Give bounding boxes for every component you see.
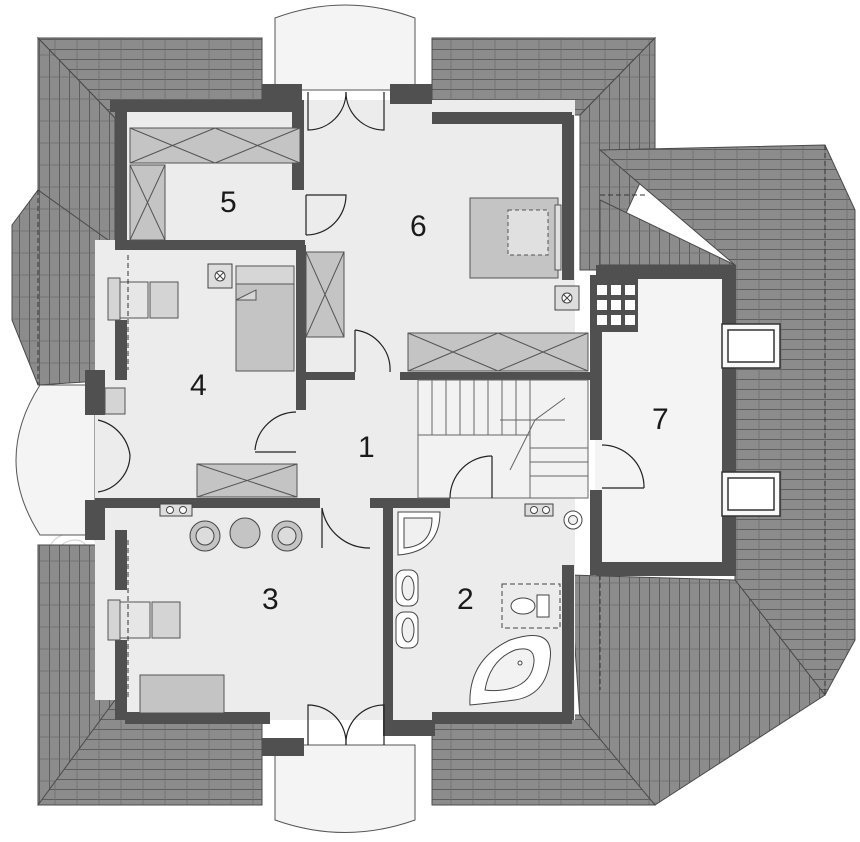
- bay-window-bottom: [274, 744, 416, 833]
- stairs-icon: [417, 379, 589, 499]
- door-icon: [97, 91, 645, 746]
- roof-bottom-left: [37, 544, 263, 806]
- eave-line: [127, 194, 645, 700]
- bay-window-left: [15, 384, 96, 536]
- table-icon: [229, 517, 261, 549]
- bay-window-top: [274, 4, 416, 91]
- shower-icon: [397, 511, 441, 556]
- room-number-1: 1: [358, 431, 375, 464]
- chimney-icon: [590, 278, 638, 332]
- toilet-icon: [501, 583, 561, 629]
- sink-icon: [395, 510, 583, 649]
- room-number-5: 5: [220, 186, 237, 219]
- room-number-6: 6: [410, 210, 427, 243]
- room-number-7: 7: [652, 403, 669, 436]
- roof-bottom-right: [431, 574, 826, 806]
- wardrobe-icon: [129, 127, 589, 498]
- armchair-icon: [189, 520, 303, 552]
- roof-top-left: [36, 36, 263, 246]
- room-labels: 1 2 3 4 5 6 7: [190, 186, 669, 616]
- radiator-icon: [159, 503, 554, 517]
- desk-icon: [104, 277, 181, 641]
- room-number-2: 2: [457, 583, 474, 616]
- room-number-4: 4: [190, 369, 207, 402]
- bathtub-icon: [469, 635, 551, 706]
- lamp-icon: [207, 263, 580, 311]
- window-icon: [721, 323, 781, 517]
- room-number-3: 3: [262, 583, 279, 616]
- bed-icon: [139, 197, 562, 714]
